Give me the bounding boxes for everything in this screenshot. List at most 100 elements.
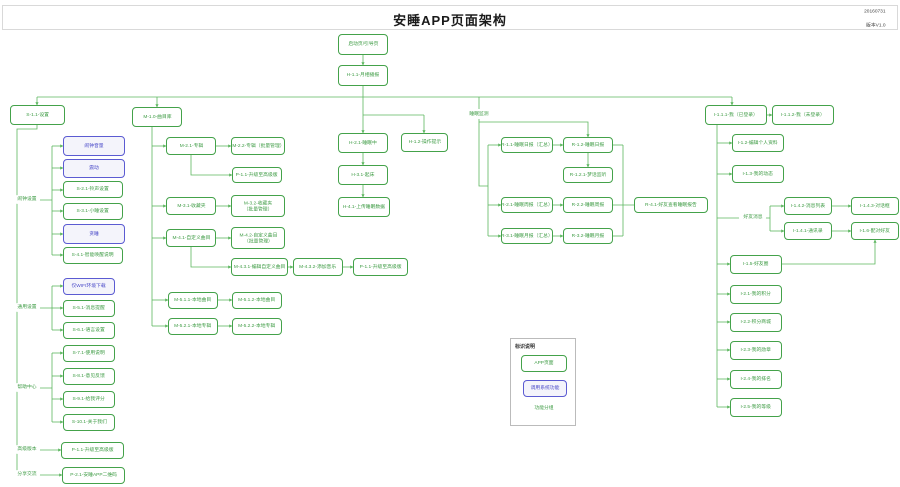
node-label-edit-custom-track: M-4.3.1-编辑自定义曲目 [233,264,286,270]
node-label-my-feed: I-1.3-我的动态 [742,171,774,177]
node-sleeping: H-2.1-睡眠中 [338,133,388,153]
node-label-rate-us: S-9.1-给我评分 [72,396,106,402]
node-friend-message-label: 好友消息 [739,213,766,222]
node-label-share-label: 分享交流 [17,471,37,477]
node-snooze: 贪睡 [63,224,125,244]
node-label-language-settings: S-6.1-语言设置 [72,327,106,333]
node-label-chat-dialog: I-1.4.3-对话框 [860,203,890,209]
node-my-points: I-2.1-我的积分 [730,285,782,304]
node-app-qrcode: P-2.1-安睡APP二维码 [62,467,125,484]
node-custom-tracks-batch: M-4.2-自定义曲目 （批量管理） [231,227,285,249]
node-music-root: M-1.0-曲目库 [132,107,182,127]
node-help-center-label: 帮助中心 [14,383,40,392]
node-album-batch: M-2.2-专辑（批量管理） [231,137,285,155]
node-label-alarm-settings-label: 闹钟设置 [17,196,37,202]
node-label-operation-tips: H-1.2-操作提示 [408,139,441,145]
node-label-local-albums-2: M-5.2.2-本地专辑 [238,323,276,329]
node-smart-wake-note: S-4.1-智能唤醒说明 [63,247,123,264]
node-my-level: I-2.5-我的等级 [730,398,782,417]
node-usage-guide: S-7.1-使用说明 [63,345,115,362]
node-ringtone-settings: S-2.1-铃声设置 [63,181,123,198]
node-monthly-report: R-3.2-睡眠月报 [563,228,613,244]
page-title: 安睡APP页面架构 [393,13,507,28]
node-alarm-settings-label: 闹钟设置 [14,195,40,204]
node-label-favorites-batch: M-3.2-收藏夹 （批量管理） [243,200,273,212]
node-label-custom-tracks-batch: M-4.2-自定义曲目 （批量管理） [239,232,277,244]
node-label-snooze: 贪睡 [89,231,99,237]
node-local-albums-2: M-5.2.2-本地专辑 [232,318,282,335]
node-label-custom-tracks: M-4.1-自定义曲目 [172,235,210,241]
legend-system-function-sample: 调用系统功能 [523,380,567,397]
node-premium-label: 高级版本 [14,445,40,454]
node-weekly-report-summary: R-2.1-睡眠周报（汇总） [501,197,553,213]
node-chat-dialog: I-1.4.3-对话框 [851,197,899,215]
node-label-points-mall: I-2.2-积分商城 [740,319,772,325]
doc-version: 版本V1.0 [865,21,885,28]
node-alarm-volume: 闹钟音量 [63,136,125,156]
node-label-my-medals: I-2.3-我的勋章 [740,347,772,353]
node-friend-view-report: R-4.1-好友查看睡眠报告 [634,197,708,213]
node-feedback: S-8.1-意见反馈 [63,368,115,385]
node-label-start-page: 启动页/引导页 [347,41,379,47]
node-weekly-report: R-2.2-睡眠周报 [563,197,613,213]
node-label-about-us: S-10.1-关于我们 [71,419,107,425]
node-daily-report: R-1.2-睡眠日报 [563,137,613,153]
legend-title: 标识说明 [515,344,535,350]
node-label-premium-label: 高级版本 [17,446,37,452]
node-label-album: M-2.1-专辑 [179,143,203,149]
node-label-profile-root-logged-in: I-1.1.1-我（已登录） [713,112,759,118]
node-message-list: I-1.4.2-消息列表 [784,197,832,215]
node-settings-root: S-1.1-设置 [10,105,65,125]
node-label-add-music: M-4.3.2-添加音乐 [299,264,337,270]
node-label-dream-talk: R-1.2.1-梦话监听 [569,172,607,178]
node-label-message-list: I-1.4.2-消息列表 [790,203,826,209]
node-favorites: M-3.1-收藏夹 [166,197,216,215]
node-language-settings: S-6.1-语言设置 [63,322,115,339]
node-album: M-2.1-专辑 [166,137,216,155]
node-label-my-ranking: I-2.4-我的排名 [740,376,772,382]
legend-app-page-sample: APP页面 [521,355,567,372]
node-local-albums: M-5.2.1-本地专辑 [168,318,218,335]
node-custom-tracks: M-4.1-自定义曲目 [166,229,216,247]
node-label-sleeping: H-2.1-睡眠中 [349,140,377,146]
node-main-root: H-1.1-月相播报 [338,65,388,86]
edge-74 [782,239,877,265]
node-label-upgrade-premium-2: P-1.1-升级至高级版 [236,172,278,178]
node-label-profile-root-logged-out: I-1.1.2-我（未登录） [780,112,826,118]
node-label-weekly-report-summary: R-2.1-睡眠周报（汇总） [501,202,553,208]
node-upgrade-premium-2: P-1.1-升级至高级版 [232,167,282,183]
node-label-local-albums: M-5.2.1-本地专辑 [174,323,212,329]
edge-33 [16,125,38,475]
node-rate-us: S-9.1-给我评分 [63,391,115,408]
node-message-notify: S-5.1-消息提醒 [63,300,115,317]
node-nap-settings: S-3.1-小睡设置 [63,203,123,220]
edge-25 [190,155,233,177]
node-label-music-root: M-1.0-曲目库 [142,114,172,120]
node-operation-tips: H-1.2-操作提示 [401,133,448,152]
node-label-friend-message-label: 好友消息 [742,214,763,220]
node-pair-friend: I-1.6-配对好友 [851,222,899,240]
edge-9 [478,118,488,187]
node-label-edit-profile: I-1.2-编辑个人资料 [737,140,779,146]
node-label-settings-root: S-1.1-设置 [26,112,49,118]
node-label-wake-up: H-3.1-起床 [351,172,375,178]
node-local-tracks: M-5.1.1-本地曲目 [168,292,218,309]
node-label-friend-view-report: R-4.1-好友查看睡眠报告 [645,202,697,208]
node-label-message-notify: S-5.1-消息提醒 [72,305,106,311]
node-my-medals: I-2.3-我的勋章 [730,341,782,360]
node-label-daily-report-summary: R-1.1-睡眠日报（汇总） [501,142,553,148]
node-label-help-center-label: 帮助中心 [17,384,37,390]
node-label-general-settings-label: 通用设置 [17,304,37,310]
node-label-local-tracks: M-5.1.1-本地曲目 [174,297,212,303]
node-label-usage-guide: S-7.1-使用说明 [72,350,106,356]
node-general-settings-label: 通用设置 [14,303,40,312]
node-edit-profile: I-1.2-编辑个人资料 [732,134,784,152]
doc-meta: 20160731 版本V1.0 [841,8,885,35]
node-label-my-level: I-2.5-我的等级 [740,404,772,410]
node-label-daily-report: R-1.2-睡眠日报 [571,142,605,148]
node-daily-report-summary: R-1.1-睡眠日报（汇总） [501,137,553,153]
node-label-upgrade-premium-1: P-1.1-升级至高级版 [71,447,114,453]
node-label-favorites: M-3.1-收藏夹 [176,203,206,209]
